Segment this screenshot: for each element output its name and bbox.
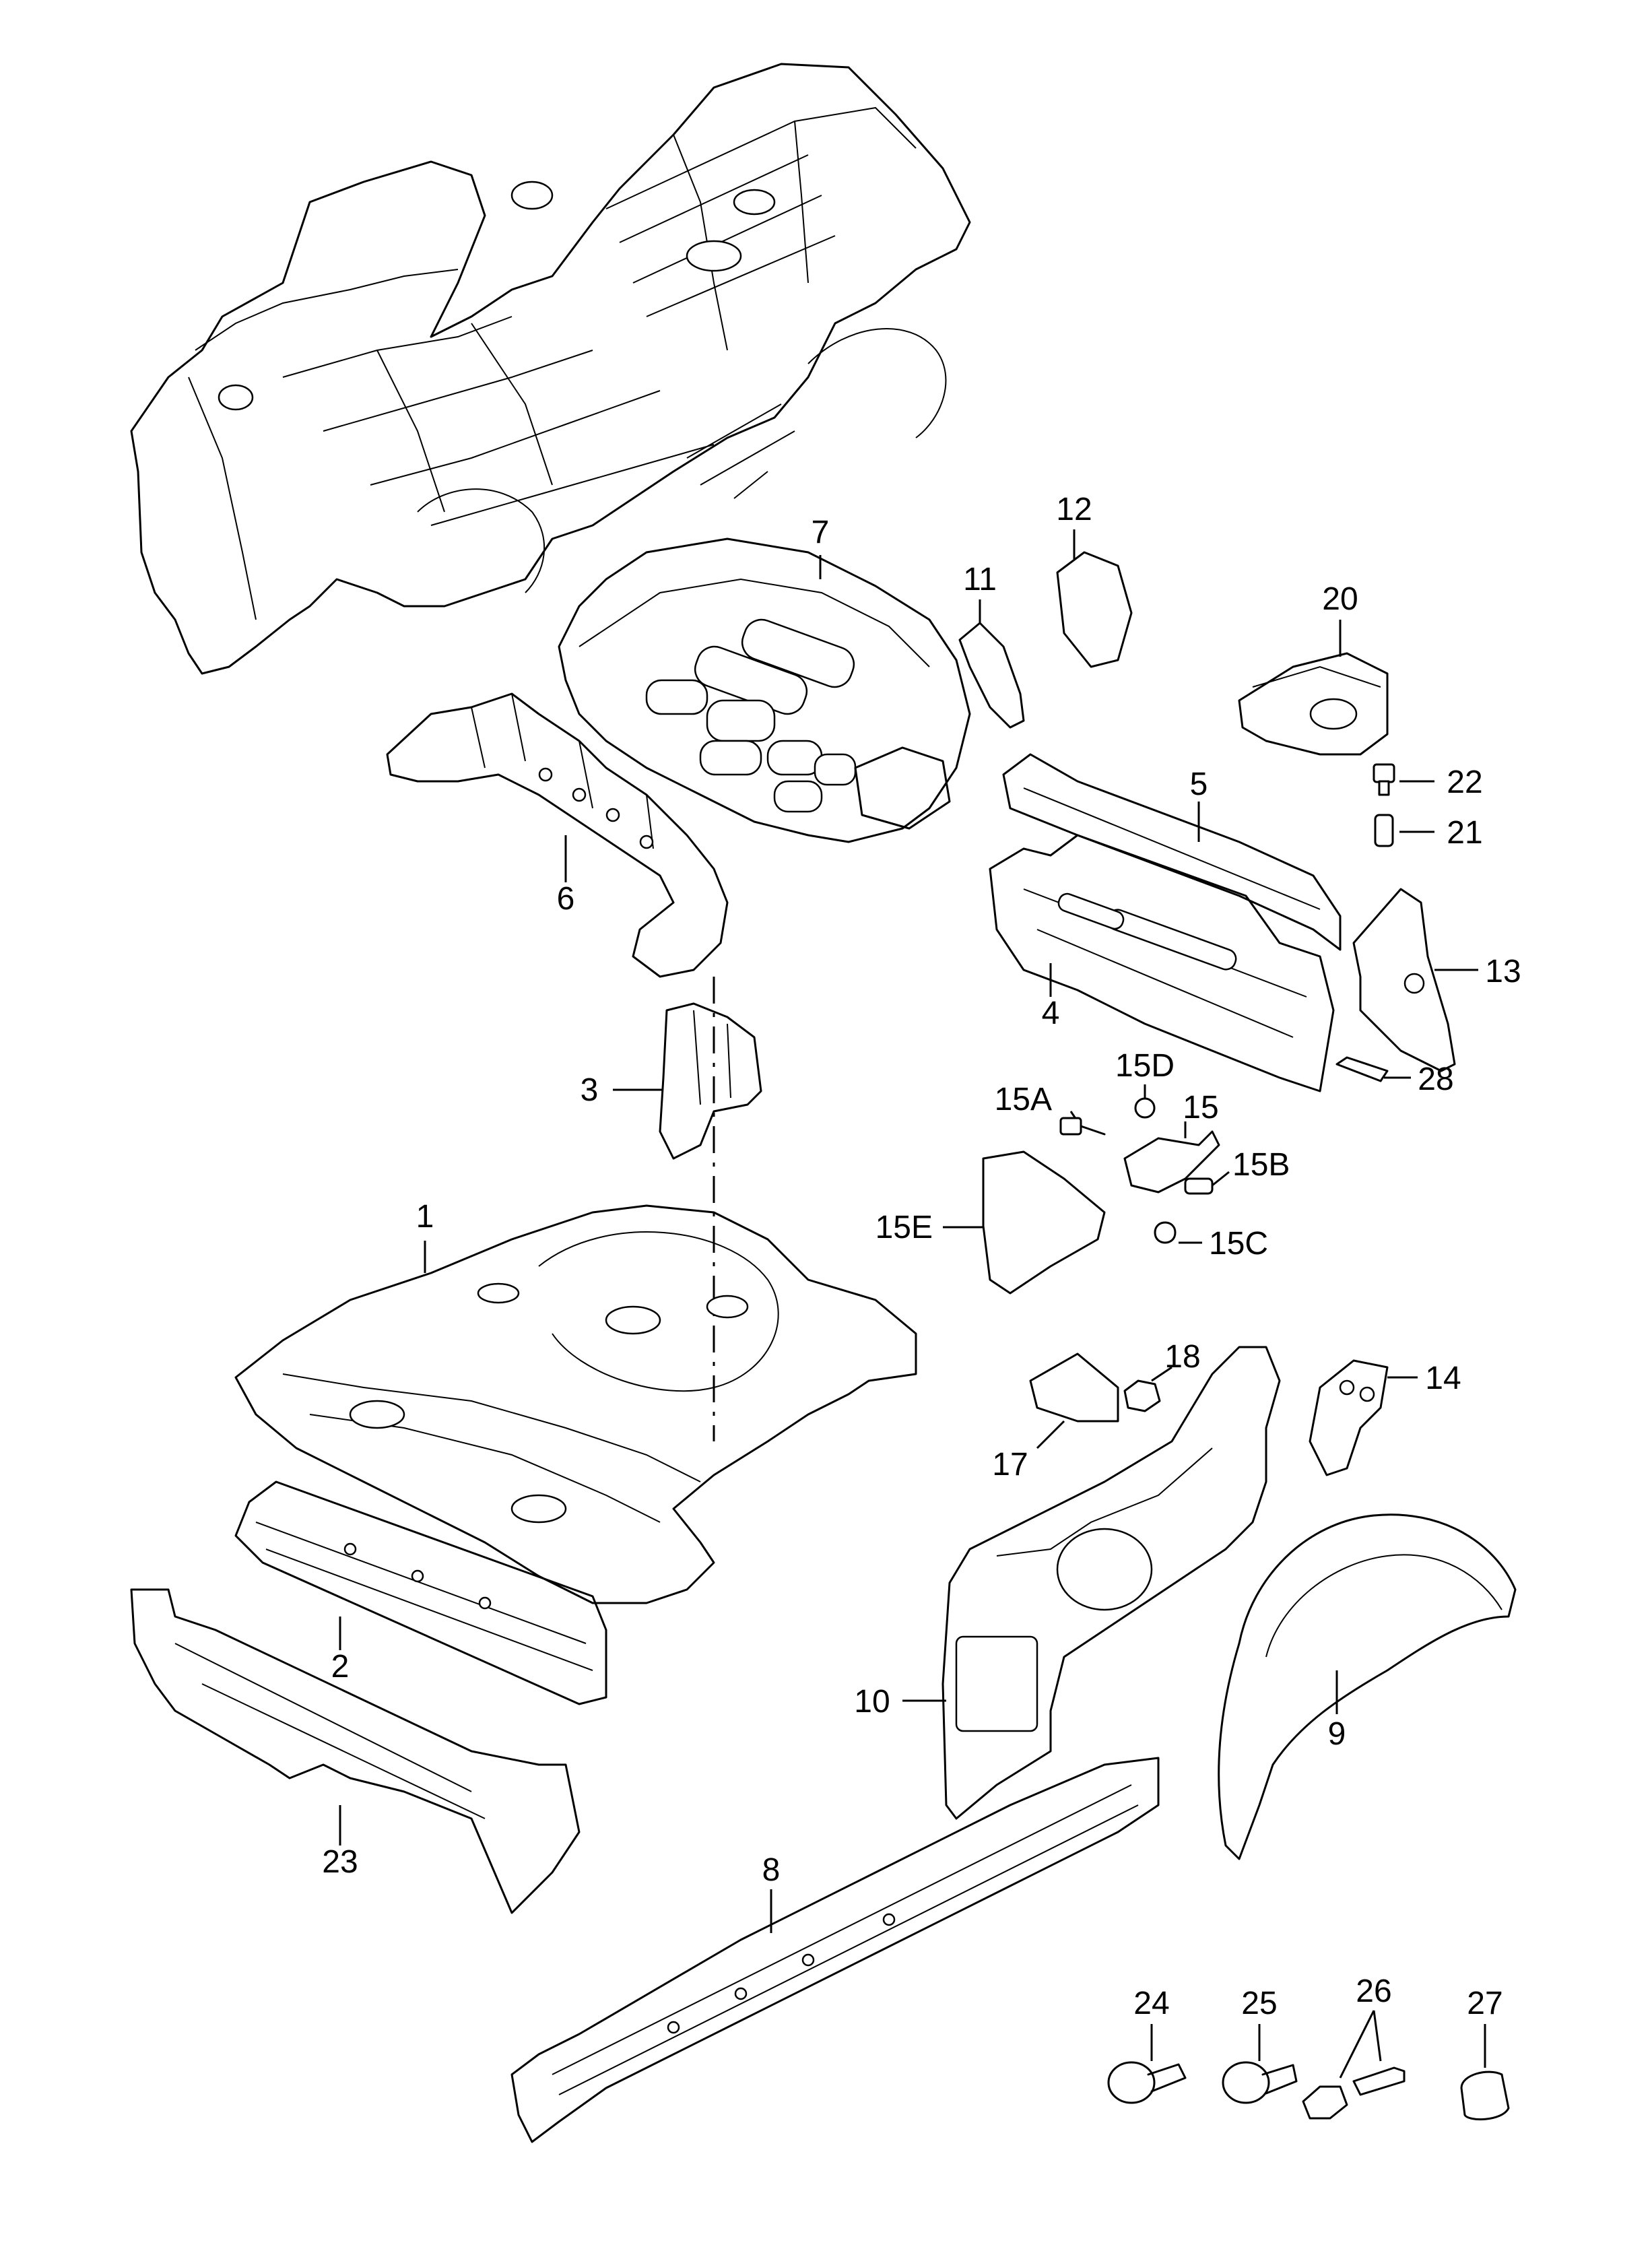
- callout-10: 10: [854, 1684, 890, 1720]
- part-3-bracket: [613, 1002, 762, 1160]
- callout-14: 14: [1425, 1361, 1461, 1396]
- callout-12: 12: [1056, 492, 1092, 527]
- callout-17: 17: [992, 1447, 1028, 1482]
- part-15e-bracket: [943, 1150, 1106, 1295]
- callout-15: 15: [1183, 1090, 1218, 1125]
- part-13-bracket: [1352, 888, 1478, 1072]
- callout-8: 8: [762, 1852, 781, 1888]
- callout-13: 13: [1485, 954, 1521, 989]
- callout-15d: 15D: [1115, 1048, 1175, 1084]
- part-4-rear-panel: [989, 834, 1335, 1092]
- callout-4: 4: [1042, 995, 1060, 1031]
- part-28-strip: [1335, 1056, 1411, 1082]
- callout-11: 11: [963, 562, 997, 597]
- callout-26: 26: [1356, 1973, 1391, 2009]
- callout-9: 9: [1328, 1716, 1346, 1752]
- part-12-panel: [1056, 529, 1133, 668]
- callout-21: 21: [1447, 815, 1482, 851]
- part-9-wheel-arch: [1218, 1513, 1517, 1860]
- callout-3: 3: [581, 1072, 599, 1108]
- callout-2: 2: [331, 1649, 350, 1685]
- callout-24: 24: [1133, 1986, 1169, 2021]
- callout-25: 25: [1241, 1986, 1277, 2021]
- callout-5: 5: [1190, 766, 1208, 802]
- callout-27: 27: [1467, 1986, 1502, 2021]
- part-26-bolt-set: [1302, 2010, 1406, 2120]
- part-24-push-clip: [1107, 2024, 1187, 2104]
- part-5-rear-upper-panel: [1002, 753, 1342, 951]
- part-11-strip: [958, 599, 1025, 729]
- part-17-bracket: [1029, 1352, 1119, 1449]
- callout-15c: 15C: [1209, 1226, 1268, 1262]
- callout-1: 1: [416, 1199, 434, 1235]
- callout-23: 23: [322, 1844, 358, 1880]
- callout-15e: 15E: [875, 1210, 933, 1245]
- part-25-push-clip: [1222, 2024, 1298, 2104]
- part-22-bolt: [1373, 763, 1434, 796]
- part-27-cap: [1460, 2024, 1510, 2121]
- callout-6: 6: [557, 881, 575, 917]
- part-20-console: [1238, 620, 1389, 756]
- part-14-bracket: [1309, 1359, 1418, 1476]
- callout-15a: 15A: [995, 1082, 1052, 1117]
- callout-20: 20: [1322, 581, 1358, 617]
- part-10-quarter-inner: [902, 1346, 1281, 1820]
- part-2-rear-panel-lower: [234, 1480, 607, 1705]
- part-7-parcel-shelf: [558, 537, 971, 843]
- callout-7: 7: [812, 515, 830, 550]
- part-6-crossmember: [386, 692, 729, 978]
- part-21-nut: [1374, 814, 1434, 847]
- body-shell-assembly: [130, 63, 971, 675]
- part-1-floor-pan: [234, 1204, 917, 1604]
- callout-22: 22: [1447, 764, 1482, 800]
- callout-28: 28: [1418, 1062, 1453, 1097]
- callout-18: 18: [1164, 1339, 1200, 1375]
- callout-15b: 15B: [1232, 1147, 1290, 1183]
- part-15-bracket-group: [1059, 1084, 1230, 1244]
- part-18-nut: [1123, 1366, 1172, 1412]
- part-8-sill-panel: [510, 1757, 1160, 2143]
- part-23-crossmember-lower: [130, 1588, 581, 1914]
